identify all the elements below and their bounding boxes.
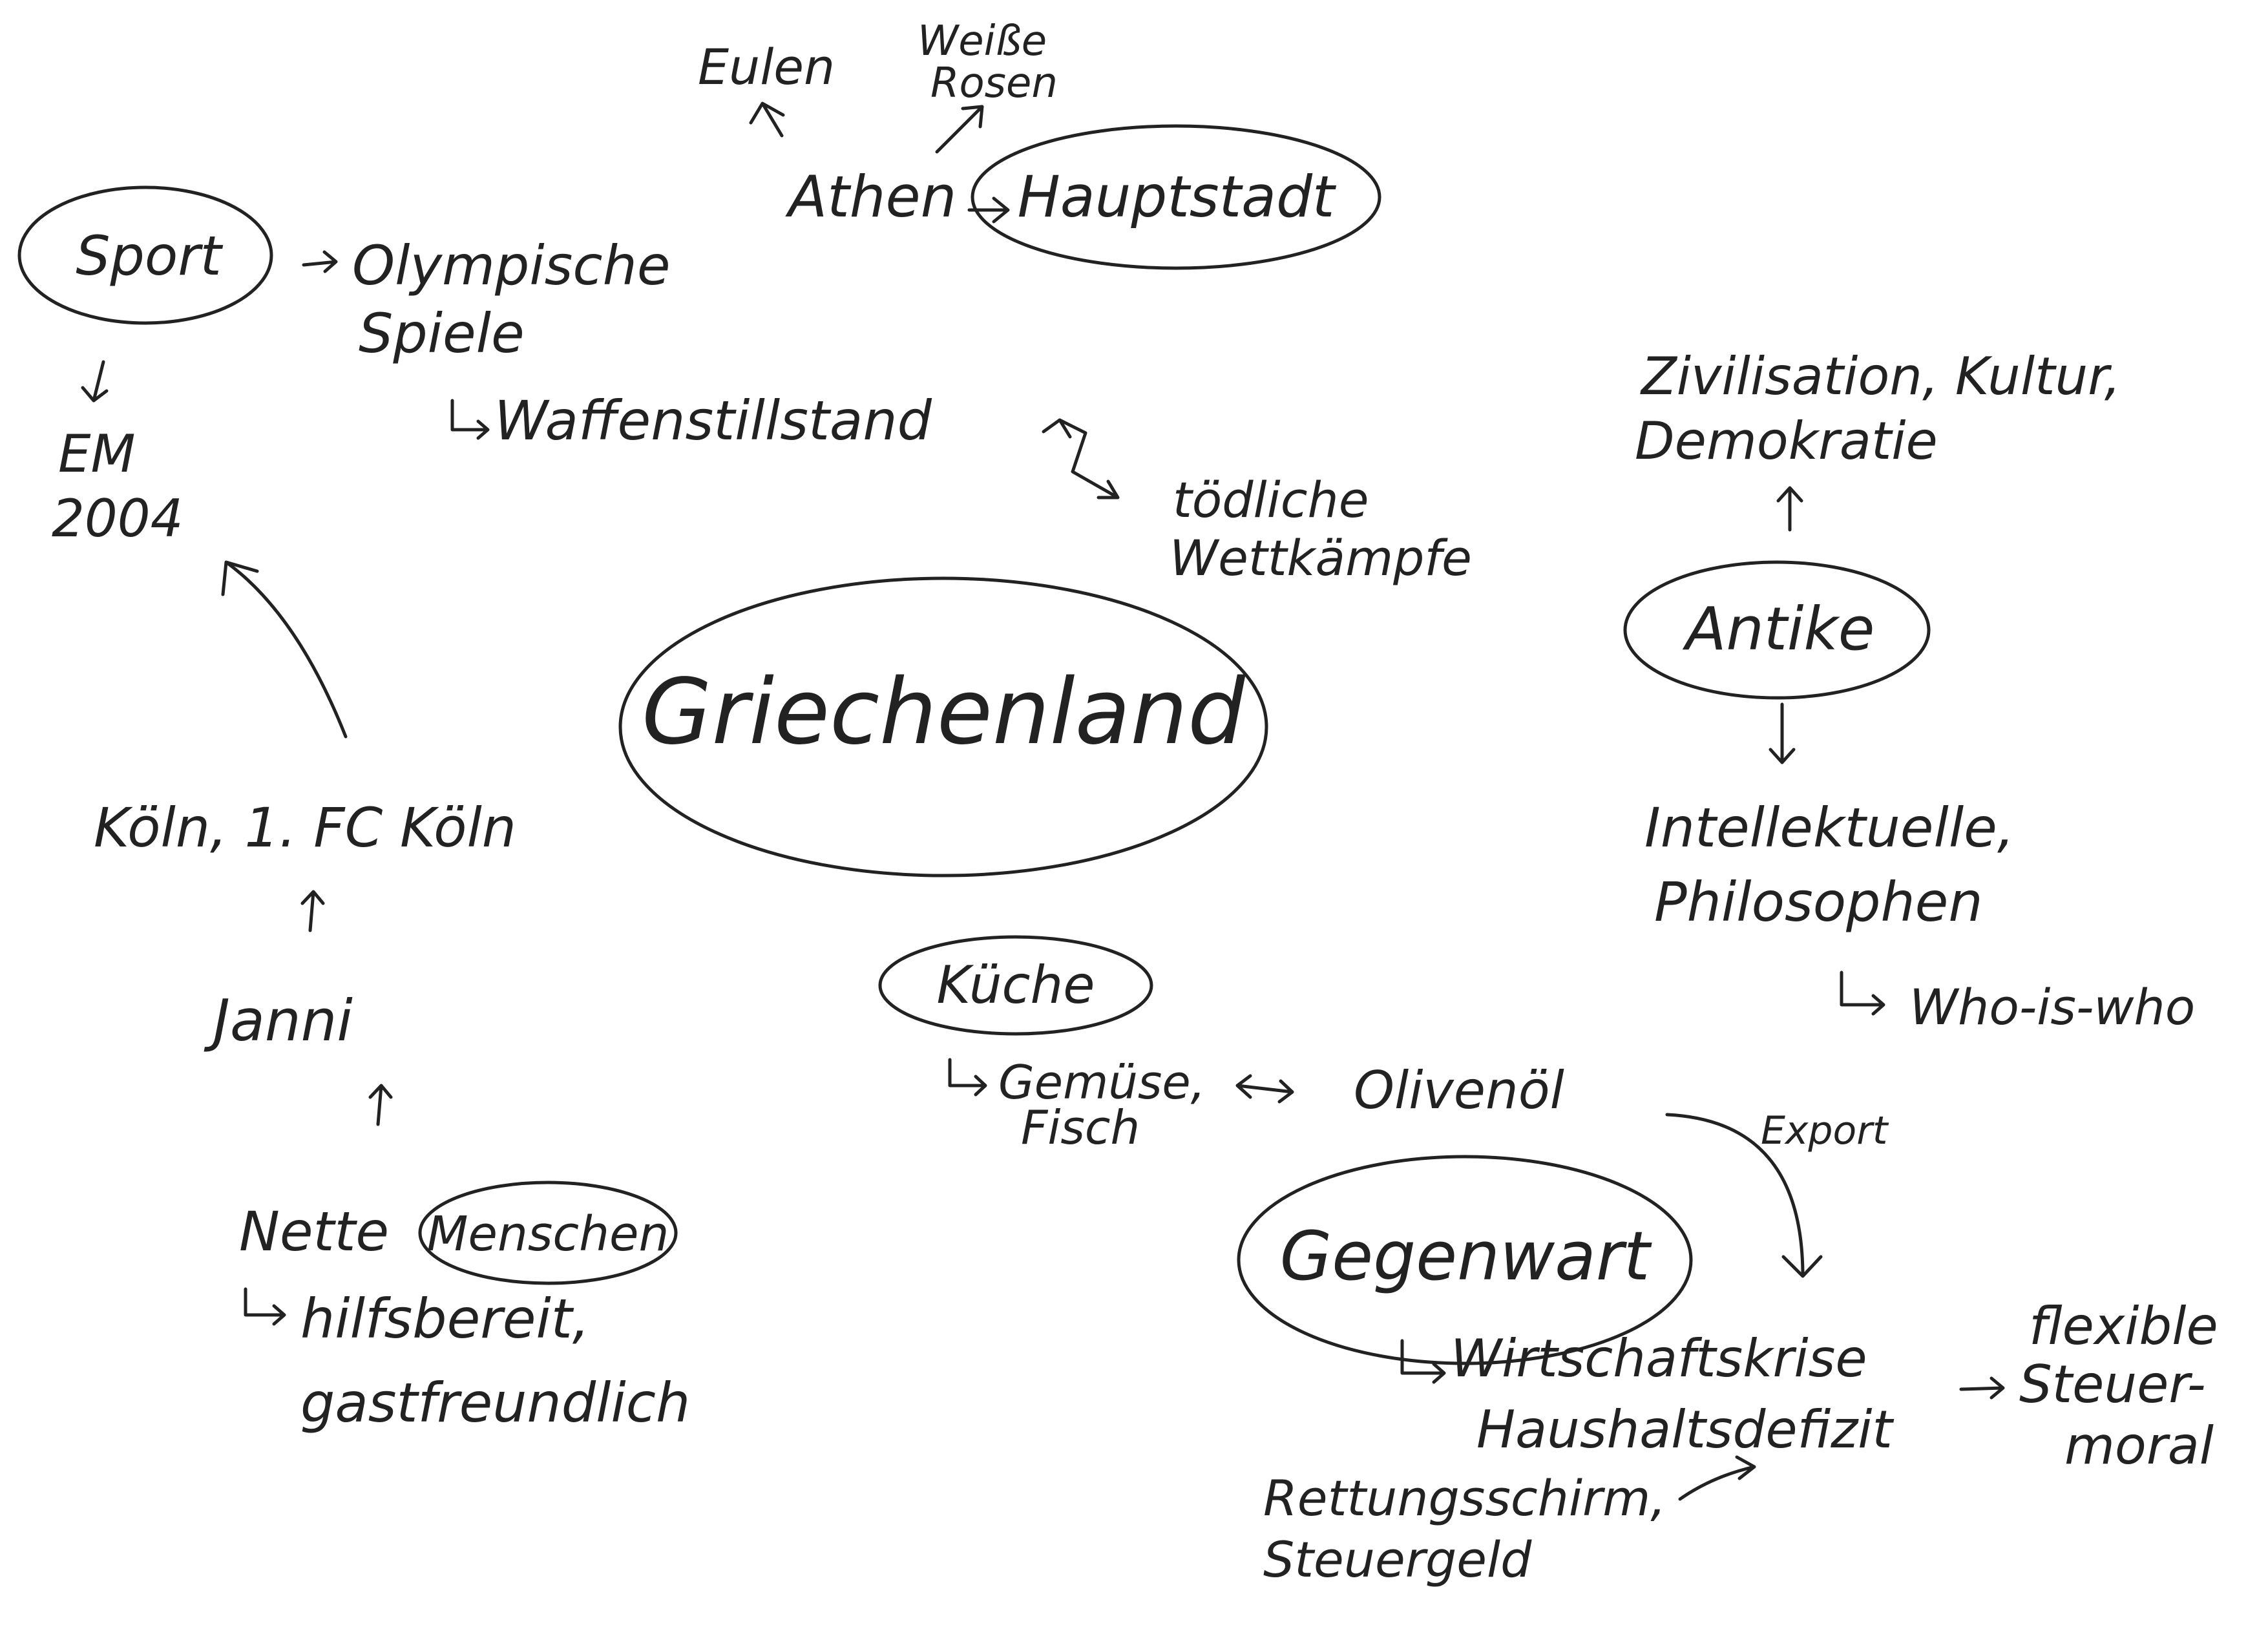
wirtschaft-flexible-arrow bbox=[1959, 1376, 2005, 1400]
kueche-label: Küche bbox=[937, 955, 1095, 1015]
rettung-line-1: Rettungsschirm, bbox=[1263, 1469, 1666, 1527]
antike-intel-arrow bbox=[1769, 702, 1796, 764]
flexible-line-3: moral bbox=[2064, 1416, 2214, 1476]
athen-eulen-arrow bbox=[749, 101, 785, 138]
sport-em-arrow bbox=[81, 360, 109, 403]
hilfs-line-2: gastfreundlich bbox=[300, 1371, 690, 1434]
gegenwart-label: Gegenwart bbox=[1280, 1217, 1652, 1296]
center-ring bbox=[618, 576, 1268, 877]
eulen-label: Eulen bbox=[698, 38, 835, 96]
center-label: Griechenland bbox=[642, 660, 1246, 765]
em-line-1: EM bbox=[58, 424, 136, 484]
menschen-hilfs-hook bbox=[244, 1287, 286, 1326]
hauptstadt-ring bbox=[971, 124, 1381, 270]
wirtschaft-label: Wirtschaftskrise bbox=[1451, 1329, 1867, 1389]
rosen-line-2: Rosen bbox=[930, 59, 1058, 107]
intel-line-1: Intellektuelle, bbox=[1644, 796, 2015, 859]
gemuese-line-2: Fisch bbox=[1021, 1100, 1140, 1155]
janni-koeln-arrow bbox=[300, 890, 325, 932]
menschen-janni-arrow bbox=[368, 1084, 393, 1126]
gegenwart-ring bbox=[1237, 1155, 1693, 1365]
koeln-label: Köln, 1. FC Köln bbox=[94, 796, 516, 859]
haushalt-label: Haushaltsdefizit bbox=[1476, 1400, 1894, 1460]
hilfs-line-1: hilfsbereit, bbox=[300, 1287, 589, 1350]
rettung-haushalt-arrow bbox=[1678, 1455, 1756, 1501]
toedlich-line-1: tödliche bbox=[1173, 471, 1369, 529]
athen-hauptstadt-arrow bbox=[967, 196, 1010, 224]
zivil-line-2: Demokratie bbox=[1635, 411, 1938, 471]
philosophen-who-hook bbox=[1840, 971, 1885, 1016]
waffen-label: Waffenstillstand bbox=[494, 389, 932, 452]
menschen-ring bbox=[418, 1181, 678, 1285]
export-label: Export bbox=[1761, 1108, 1889, 1153]
kueche-gemuese-hook bbox=[948, 1058, 987, 1097]
menschen-label: Menschen bbox=[427, 1206, 669, 1262]
olympisch-waffen-hook bbox=[450, 399, 490, 440]
toedlich-line-2: Wettkämpfe bbox=[1170, 529, 1472, 587]
olivenoel-label: Olivenöl bbox=[1354, 1060, 1564, 1120]
olympisch-line-1: Olympische bbox=[352, 234, 671, 297]
zivil-line-1: Zivilisation, Kultur, bbox=[1640, 346, 2121, 406]
antike-label: Antike bbox=[1683, 594, 1875, 664]
olympisch-line-2: Spiele bbox=[359, 302, 525, 365]
nette-label: Nette bbox=[239, 1200, 389, 1263]
flexible-line-1: flexible bbox=[2029, 1296, 2218, 1356]
hauptstadt-label: Hauptstadt bbox=[1018, 163, 1337, 230]
sport-olympisch-arrow bbox=[302, 250, 338, 273]
athen-rosen-arrow bbox=[935, 105, 984, 154]
olivenoel-export-arrow bbox=[1665, 1113, 1823, 1278]
antike-zivil-arrow bbox=[1776, 486, 1803, 532]
gemuese-olivenoel-arrow bbox=[1235, 1074, 1294, 1104]
sport-ring bbox=[17, 185, 273, 325]
gegenwart-wirtschaft-hook bbox=[1400, 1339, 1446, 1384]
who-label: Who-is-who bbox=[1909, 978, 2195, 1036]
rosen-line-1: Weiße bbox=[918, 17, 1047, 65]
kueche-ring bbox=[878, 935, 1153, 1036]
athen-label: Athen bbox=[785, 163, 956, 230]
koeln-em-arrow bbox=[221, 560, 348, 739]
gemuese-line-1: Gemüse, bbox=[998, 1055, 1206, 1109]
em-line-2: 2004 bbox=[52, 488, 184, 549]
flexible-line-2: Steuer- bbox=[2019, 1354, 2206, 1414]
sport-label: Sport bbox=[76, 224, 224, 288]
rettung-line-2: Steuergeld bbox=[1263, 1531, 1532, 1588]
intel-line-2: Philosophen bbox=[1654, 870, 1983, 934]
waffen-toedlich-arrow bbox=[1042, 418, 1120, 499]
janni-label: Janni bbox=[204, 987, 353, 1054]
antike-ring bbox=[1623, 560, 1931, 700]
